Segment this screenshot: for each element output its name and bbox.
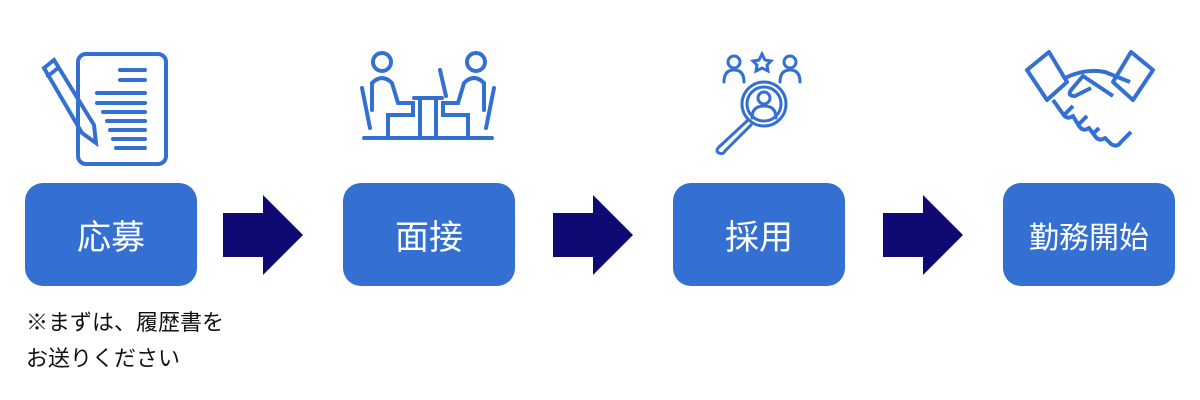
interview-icon — [360, 51, 496, 140]
document-pencil-icon — [41, 52, 168, 166]
step-hiring: 採用 — [673, 183, 845, 286]
step-interview: 面接 — [343, 183, 515, 286]
step-label: 勤務開始 — [1029, 220, 1149, 256]
recruit-search-icon — [715, 50, 802, 156]
note-line-1: ※まずは、履歴書を — [26, 311, 225, 336]
note-line-2: お送りください — [26, 347, 181, 372]
step-label: 面接 — [395, 218, 463, 258]
arrow-right-icon — [883, 195, 963, 275]
handshake-icon — [1025, 50, 1155, 148]
step-label: 採用 — [725, 218, 793, 258]
step-label: 応募 — [77, 218, 145, 258]
arrow-right-icon — [223, 195, 303, 275]
application-note: ※まずは、履歴書を お送りください — [26, 306, 224, 378]
step-apply: 応募 — [25, 183, 197, 286]
arrow-right-icon — [553, 195, 633, 275]
step-start-work: 勤務開始 — [1003, 183, 1175, 286]
